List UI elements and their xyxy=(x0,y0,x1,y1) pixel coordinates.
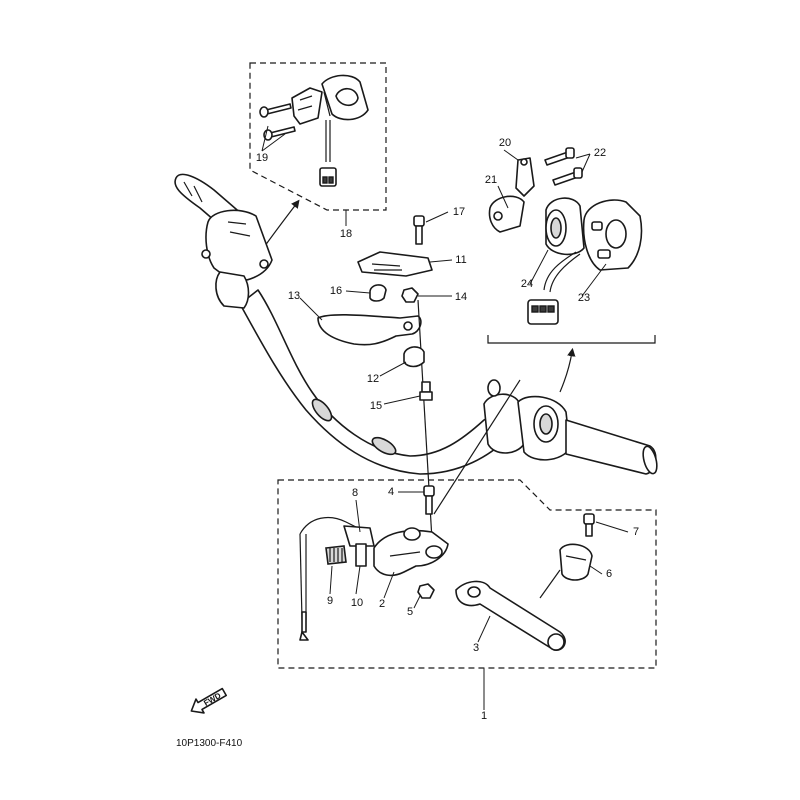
callout-8: 8 xyxy=(352,487,358,499)
arrow-to-inset-23 xyxy=(559,347,576,393)
bracket-20 xyxy=(515,157,535,197)
callout-11: 11 xyxy=(455,254,466,266)
nut-9 xyxy=(325,545,347,565)
inset-right-switch xyxy=(487,147,656,344)
callout-22: 22 xyxy=(594,147,606,159)
callout-24: 24 xyxy=(521,278,533,290)
callout-3: 3 xyxy=(473,642,479,654)
master-cylinder xyxy=(205,209,273,282)
inset-throttle-switch xyxy=(249,62,387,226)
callout-6: 6 xyxy=(606,568,612,580)
callout-1: 1 xyxy=(481,710,487,722)
callout-14: 14 xyxy=(455,291,467,303)
hot-start-lever xyxy=(299,211,453,541)
lever-13 xyxy=(317,314,422,346)
callout-10: 10 xyxy=(351,597,363,609)
callout-23: 23 xyxy=(578,292,590,304)
callout-12: 12 xyxy=(367,373,379,385)
pivot-12 xyxy=(403,346,425,368)
callout-2: 2 xyxy=(379,598,385,610)
clamp-half xyxy=(291,87,323,125)
screw-19-a xyxy=(259,103,292,118)
clutch-assembly xyxy=(277,379,657,710)
callout-21: 21 xyxy=(485,174,497,186)
cap-16 xyxy=(369,284,387,302)
callout-5: 5 xyxy=(407,606,413,618)
callout-17: 17 xyxy=(453,206,465,218)
callout-4: 4 xyxy=(388,486,394,498)
drawing-code: 10P1300-F410 xyxy=(176,738,243,749)
fwd-arrow-icon: FWD xyxy=(190,687,228,714)
adjuster-10 xyxy=(343,525,375,547)
callout-20: 20 xyxy=(499,137,511,149)
callout-7: 7 xyxy=(633,526,639,538)
clamp-6 xyxy=(559,543,593,581)
callout-9: 9 xyxy=(327,595,333,607)
clamp-21 xyxy=(488,195,525,233)
bracket-11 xyxy=(357,251,433,277)
callout-15: 15 xyxy=(370,400,382,412)
lever-3 xyxy=(455,580,566,651)
callout-19: 19 xyxy=(256,152,268,164)
arrow-to-inset-18 xyxy=(261,199,300,251)
handlebar xyxy=(174,173,658,475)
callout-18: 18 xyxy=(340,228,352,240)
right-grip xyxy=(565,419,657,475)
callout-16: 16 xyxy=(330,285,342,297)
callout-13: 13 xyxy=(288,290,300,302)
callout-labels: 1 2 3 4 5 6 7 8 9 10 11 12 13 14 15 16 1… xyxy=(256,137,639,722)
